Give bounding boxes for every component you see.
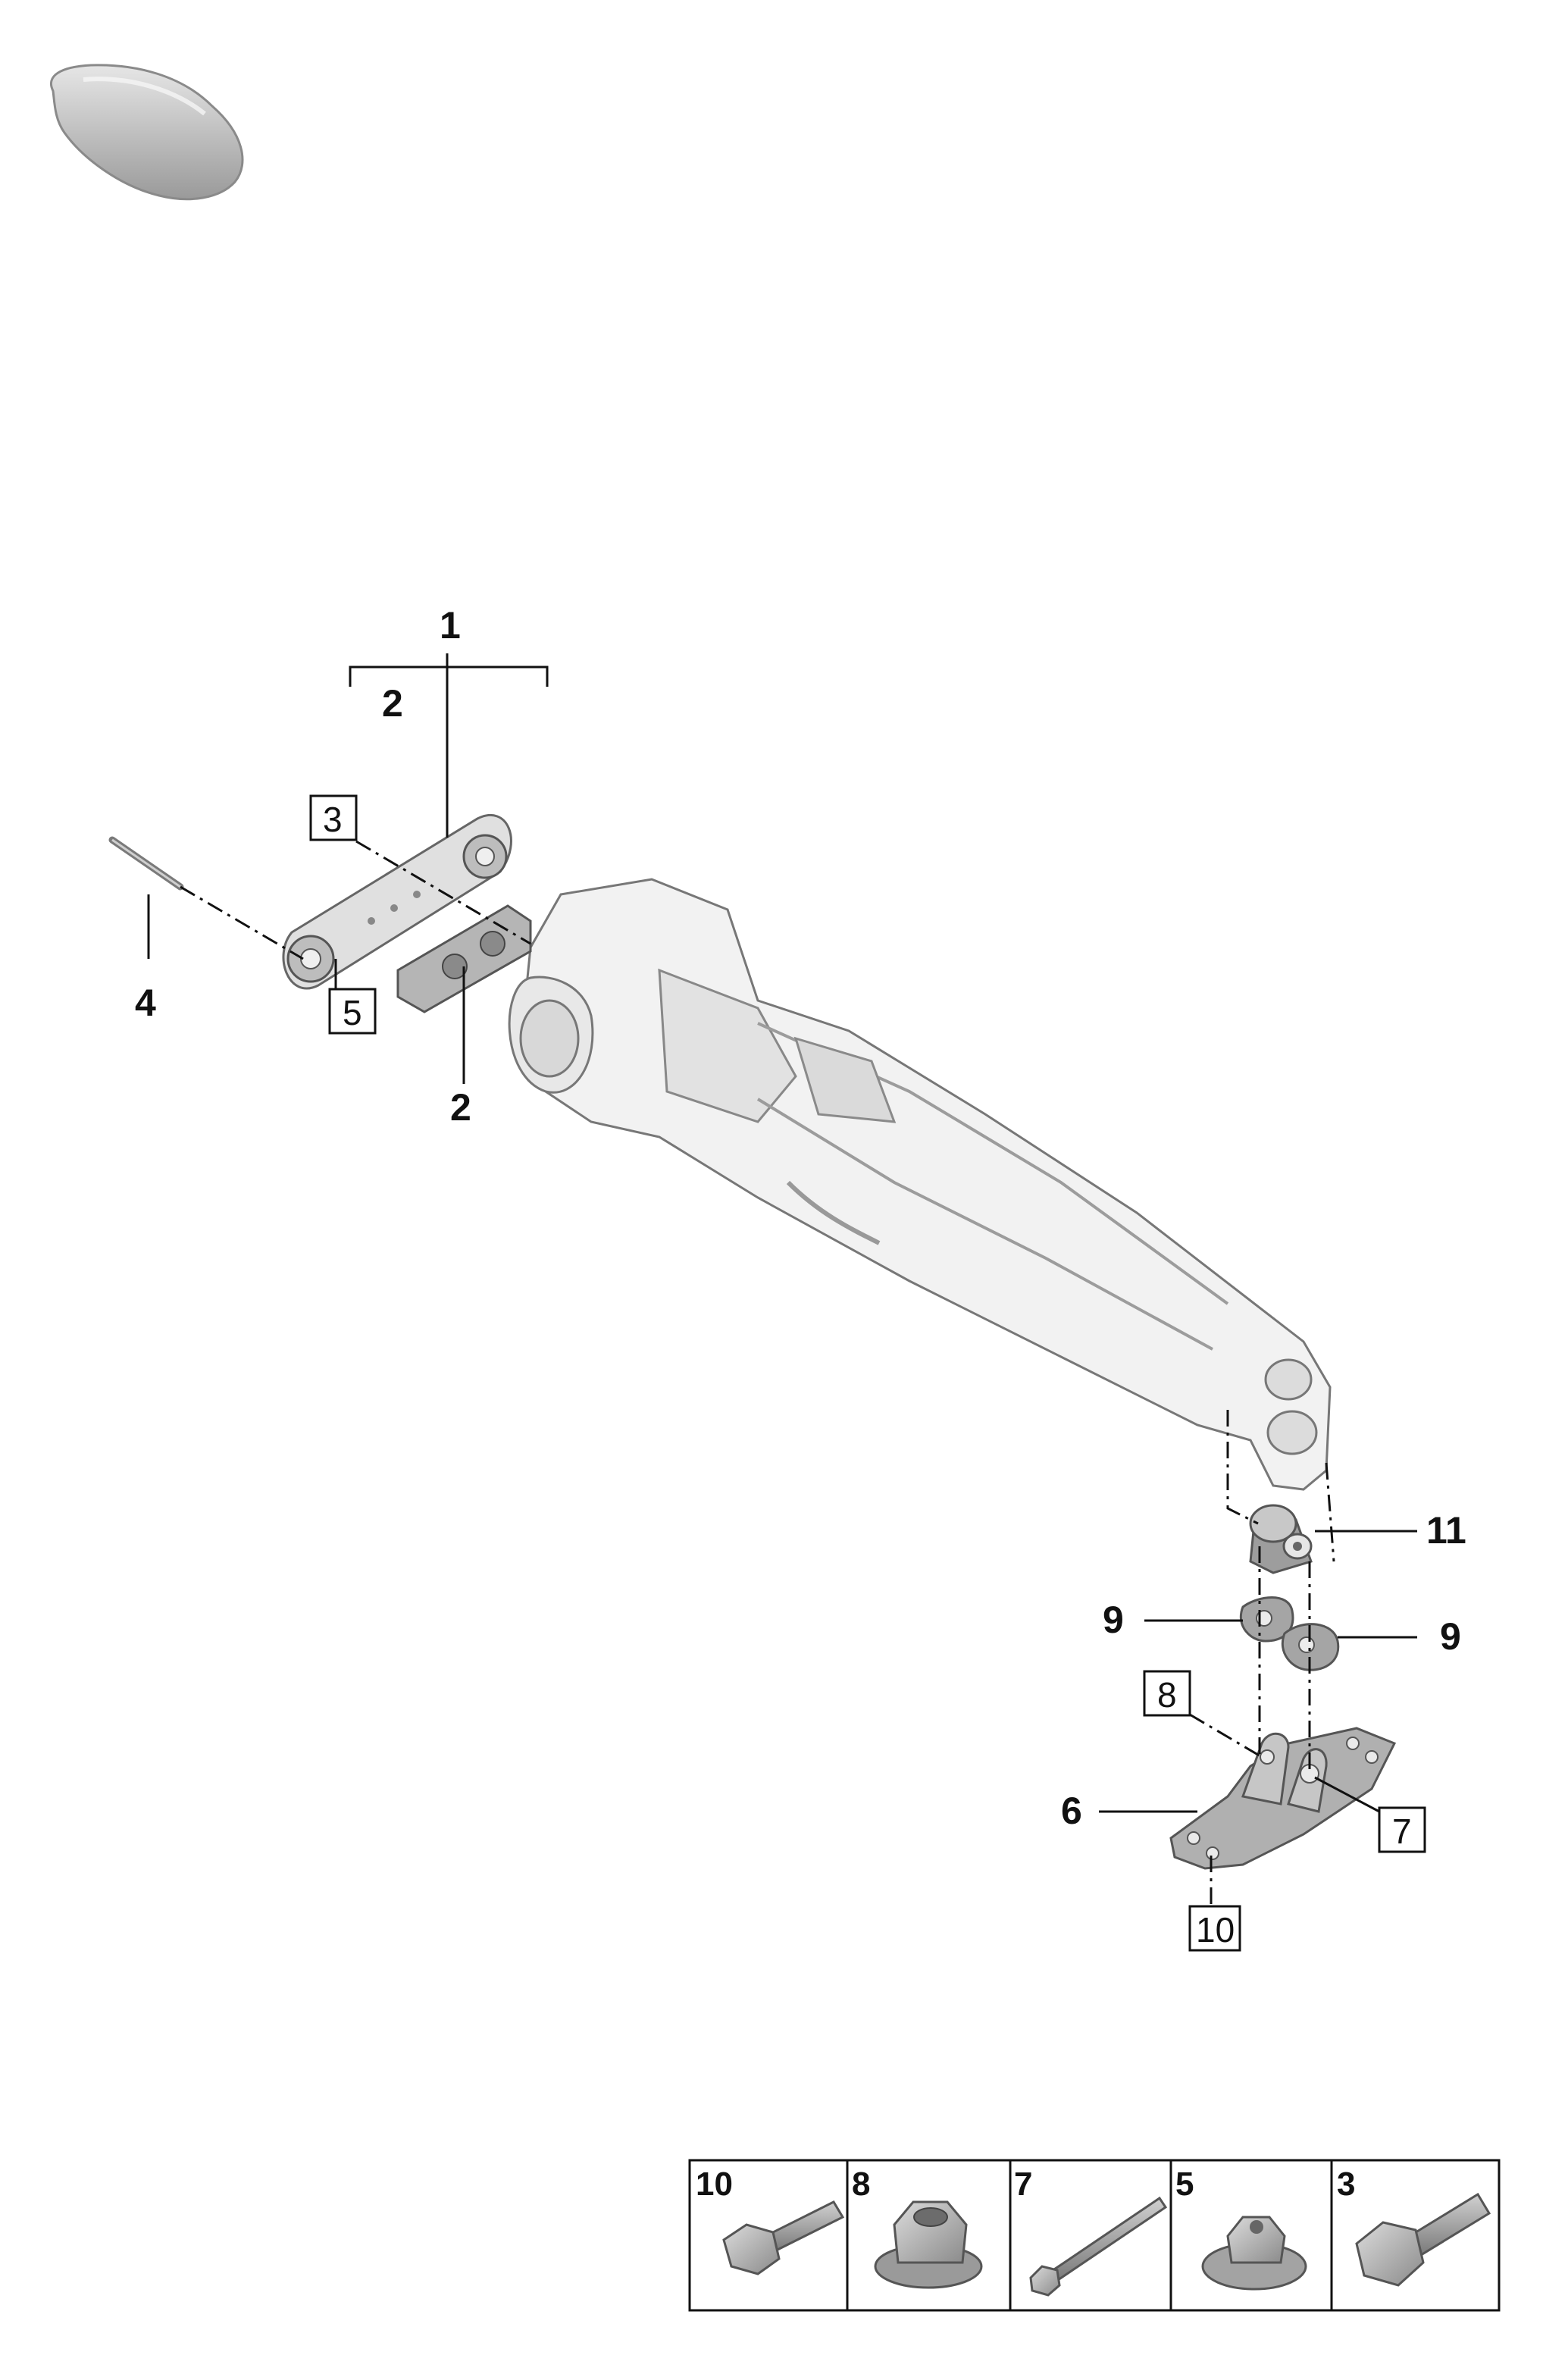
car-silhouette-icon — [50, 64, 244, 201]
long-bolt-icon — [1029, 2196, 1168, 2297]
legend-num-3: 7 — [1014, 2166, 1032, 2203]
legend-frame — [688, 2159, 1501, 2312]
flange-bolt-icon — [722, 2200, 845, 2275]
legend-num-4: 5 — [1175, 2166, 1194, 2203]
legend-num-1: 10 — [696, 2166, 733, 2203]
long-bolt-part — [108, 836, 184, 891]
flange-nut-icon — [1201, 2216, 1307, 2291]
mounting-bracket — [1169, 1727, 1397, 1870]
hex-flange-nut-icon — [874, 2200, 983, 2289]
transmission-housing — [508, 878, 1332, 1491]
legend-num-5: 3 — [1337, 2166, 1355, 2203]
leader-lines — [147, 653, 1417, 1906]
callout-3-box — [309, 794, 358, 841]
callout-11: 11 — [1426, 1509, 1466, 1552]
callout-4: 4 — [135, 982, 156, 1024]
rubber-bushing — [1249, 1504, 1313, 1574]
callout-labels: 1 2 3 4 5 2 11 9 9 8 6 7 10 — [135, 604, 1466, 1952]
callout-9-right: 9 — [1440, 1615, 1461, 1658]
callout-5-box — [328, 988, 377, 1035]
callout-1: 1 — [440, 604, 461, 647]
callout-10-box — [1188, 1905, 1241, 1952]
callout-7: 7 — [1392, 1812, 1412, 1851]
callout-7-box — [1378, 1806, 1426, 1853]
callout-9-left: 9 — [1103, 1599, 1124, 1641]
link-arm — [282, 813, 512, 990]
mount-block — [396, 904, 532, 1013]
callout-2-top: 2 — [382, 682, 403, 725]
callout-8: 8 — [1157, 1675, 1177, 1715]
callout-6: 6 — [1061, 1790, 1082, 1832]
callout-10: 10 — [1196, 1910, 1235, 1950]
callout-8-box — [1143, 1670, 1191, 1717]
legend-num-2: 8 — [852, 2166, 870, 2203]
callout-3: 3 — [323, 800, 343, 839]
callout-5: 5 — [343, 993, 362, 1032]
fastener-legend: 10 8 7 5 3 — [688, 2159, 1501, 2312]
callout-2-bottom: 2 — [450, 1086, 471, 1129]
hex-bolt-icon — [1355, 2192, 1491, 2287]
